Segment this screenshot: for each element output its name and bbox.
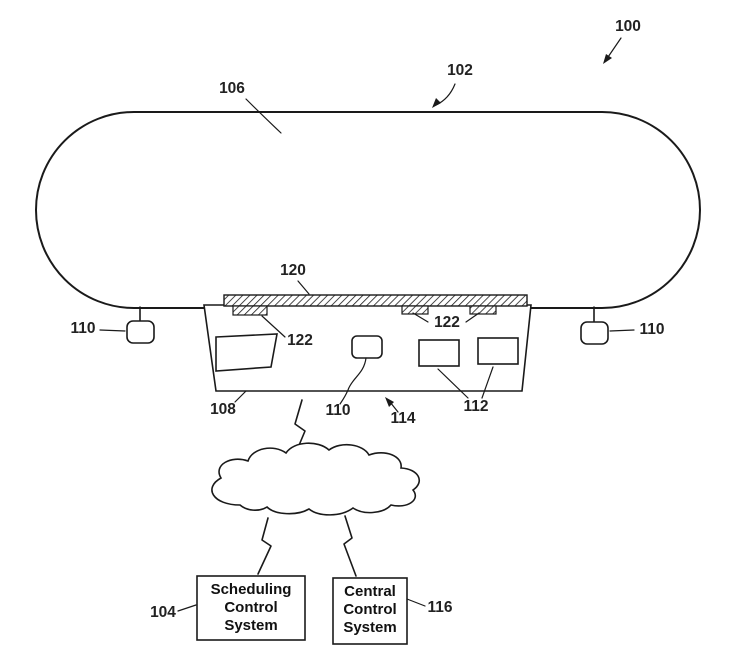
- arrowhead-100: [603, 54, 612, 64]
- gondola-device: [351, 335, 383, 359]
- leader-116: [406, 598, 426, 607]
- device-wire: [339, 357, 367, 405]
- ref-label-102: 102: [447, 62, 473, 79]
- right-gear-pod: [580, 321, 609, 345]
- arrowhead-114: [385, 397, 394, 407]
- leader-120: [297, 280, 310, 295]
- central-control-box: [332, 577, 408, 645]
- left-gear-pod: [126, 320, 155, 344]
- rail-bracket-mid: [401, 305, 429, 315]
- leader-104: [177, 604, 197, 612]
- ref-label-122-right: 122: [434, 314, 460, 331]
- leader-122-right-b: [465, 312, 480, 323]
- scheduling-control-box: [196, 575, 306, 641]
- ref-label-114: 114: [390, 410, 415, 427]
- ref-label-106: 106: [219, 80, 245, 97]
- scheduling-box-line3: System: [224, 617, 277, 634]
- ref-label-110-center: 110: [325, 402, 350, 419]
- scheduling-box-line2: Control: [224, 599, 277, 616]
- payload-box-left: [418, 339, 460, 367]
- scheduling-box-line1: Scheduling: [211, 581, 292, 598]
- leader-108: [234, 390, 247, 403]
- link-cloud-scheduling: [257, 517, 272, 575]
- ref-label-100: 100: [615, 18, 641, 35]
- ref-label-108: 108: [210, 401, 236, 418]
- ref-label-110-left: 110: [70, 320, 95, 337]
- leader-106: [245, 98, 282, 134]
- central-box-line3: System: [343, 619, 396, 636]
- leader-110-right: [609, 329, 635, 332]
- ref-label-104: 104: [150, 604, 176, 621]
- ref-label-112: 112: [463, 398, 488, 415]
- ref-label-122-left: 122: [287, 332, 313, 349]
- leader-112-b: [481, 366, 494, 399]
- mounting-rail: [223, 294, 528, 307]
- central-box-line1: Central: [344, 583, 396, 600]
- payload-box-right: [477, 337, 519, 365]
- leader-110-left: [99, 329, 126, 332]
- ref-label-120: 120: [280, 262, 306, 279]
- central-box-line2: Control: [343, 601, 396, 618]
- rail-bracket-left: [232, 305, 268, 316]
- airship-envelope: [35, 111, 701, 309]
- rail-bracket-right: [469, 305, 497, 315]
- leader-122-left: [261, 315, 286, 338]
- network-cloud: [211, 442, 421, 516]
- arrowhead-102: [432, 98, 441, 108]
- link-cloud-central: [343, 515, 357, 577]
- ref-label-116: 116: [427, 599, 452, 616]
- ref-label-110-right: 110: [639, 321, 664, 338]
- leader-122-right-a: [412, 312, 429, 323]
- leader-112-a: [437, 368, 469, 399]
- gondola-window: [215, 333, 278, 372]
